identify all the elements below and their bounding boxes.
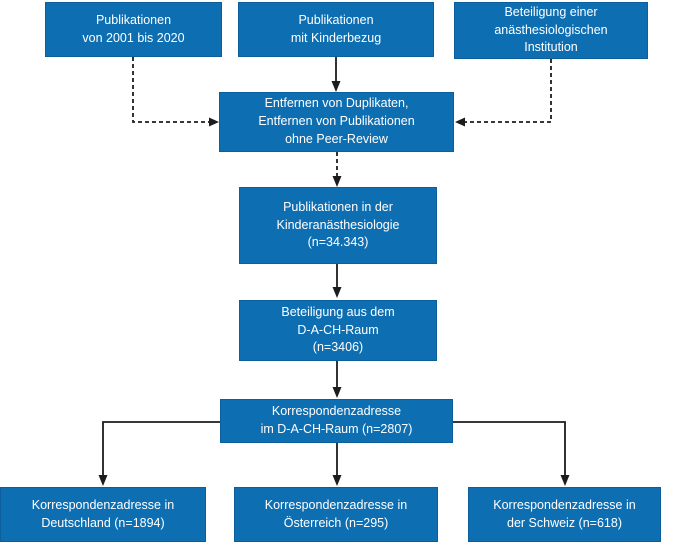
arrow-dachcorrespond-to-switzerland bbox=[453, 421, 570, 486]
node-line: von 2001 bis 2020 bbox=[82, 30, 185, 45]
node-pediatric-anesthesiology-publications: Publikationen in der Kinderanästhesiolog… bbox=[239, 187, 437, 264]
node-correspondence-germany: Korrespondenzadresse in Deutschland (n=1… bbox=[0, 487, 206, 542]
node-correspondence-austria: Korrespondenzadresse in Österreich (n=29… bbox=[234, 487, 438, 542]
node-line: Deutschland (n=1894) bbox=[41, 515, 165, 530]
node-dach-correspondence: Korrespondenzadresse im D-A-CH-Raum (n=2… bbox=[220, 399, 453, 443]
node-line: Institution bbox=[524, 40, 578, 55]
node-line: Entfernen von Publikationen bbox=[258, 114, 415, 129]
arrow-dedup-to-pedanesth bbox=[332, 152, 342, 187]
node-remove-duplicates: Entfernen von Duplikaten, Entfernen von … bbox=[219, 92, 454, 152]
node-line: (n=3406) bbox=[312, 340, 364, 355]
node-line: Publikationen bbox=[298, 12, 374, 27]
arrow-pedanesth-to-dachparticip bbox=[332, 264, 342, 298]
node-line: Beteiligung einer bbox=[504, 4, 598, 19]
node-line: Entfernen von Duplikaten, bbox=[264, 96, 409, 111]
node-line: Publikationen in der bbox=[283, 199, 393, 214]
node-line: Beteiligung aus dem bbox=[281, 304, 395, 319]
node-line: Publikationen bbox=[95, 12, 172, 27]
node-line: Korrespondenzadresse in bbox=[493, 497, 636, 512]
node-line: Kinderanästhesiologie bbox=[276, 217, 400, 232]
node-line: Österreich (n=295) bbox=[283, 515, 389, 530]
node-line: Korrespondenzadresse in bbox=[31, 497, 175, 512]
node-anesthesiology-institution: Beteiligung einer anästhesiologischen In… bbox=[454, 2, 648, 59]
node-line: D-A-CH-Raum bbox=[297, 322, 379, 337]
node-line: Korrespondenzadresse in bbox=[264, 497, 408, 512]
node-correspondence-switzerland: Korrespondenzadresse in der Schweiz (n=6… bbox=[468, 487, 661, 542]
node-publications-children: Publikationen mit Kinderbezug bbox=[238, 2, 434, 57]
node-line: (n=34.343) bbox=[307, 235, 369, 250]
node-dach-participation: Beteiligung aus dem D-A-CH-Raum (n=3406) bbox=[239, 300, 437, 361]
node-line: mit Kinderbezug bbox=[290, 30, 382, 45]
arrow-pubyears-to-dedup bbox=[132, 57, 219, 127]
arrow-dachparticip-to-dachcorrespond bbox=[332, 361, 342, 398]
node-line: anästhesiologischen bbox=[494, 22, 608, 37]
arrow-pubchildren-to-dedup bbox=[331, 57, 341, 92]
node-line: ohne Peer-Review bbox=[285, 131, 388, 146]
node-line: Korrespondenzadresse bbox=[271, 404, 402, 419]
node-line: im D-A-CH-Raum (n=2807) bbox=[260, 422, 413, 436]
node-publications-2001-2020: Publikationen von 2001 bis 2020 bbox=[45, 2, 222, 57]
node-line: der Schweiz (n=618) bbox=[507, 515, 622, 530]
arrow-institution-to-dedup bbox=[455, 59, 552, 127]
arrow-dachcorrespond-to-germany bbox=[98, 421, 220, 486]
arrow-dachcorrespond-to-austria bbox=[332, 443, 342, 486]
